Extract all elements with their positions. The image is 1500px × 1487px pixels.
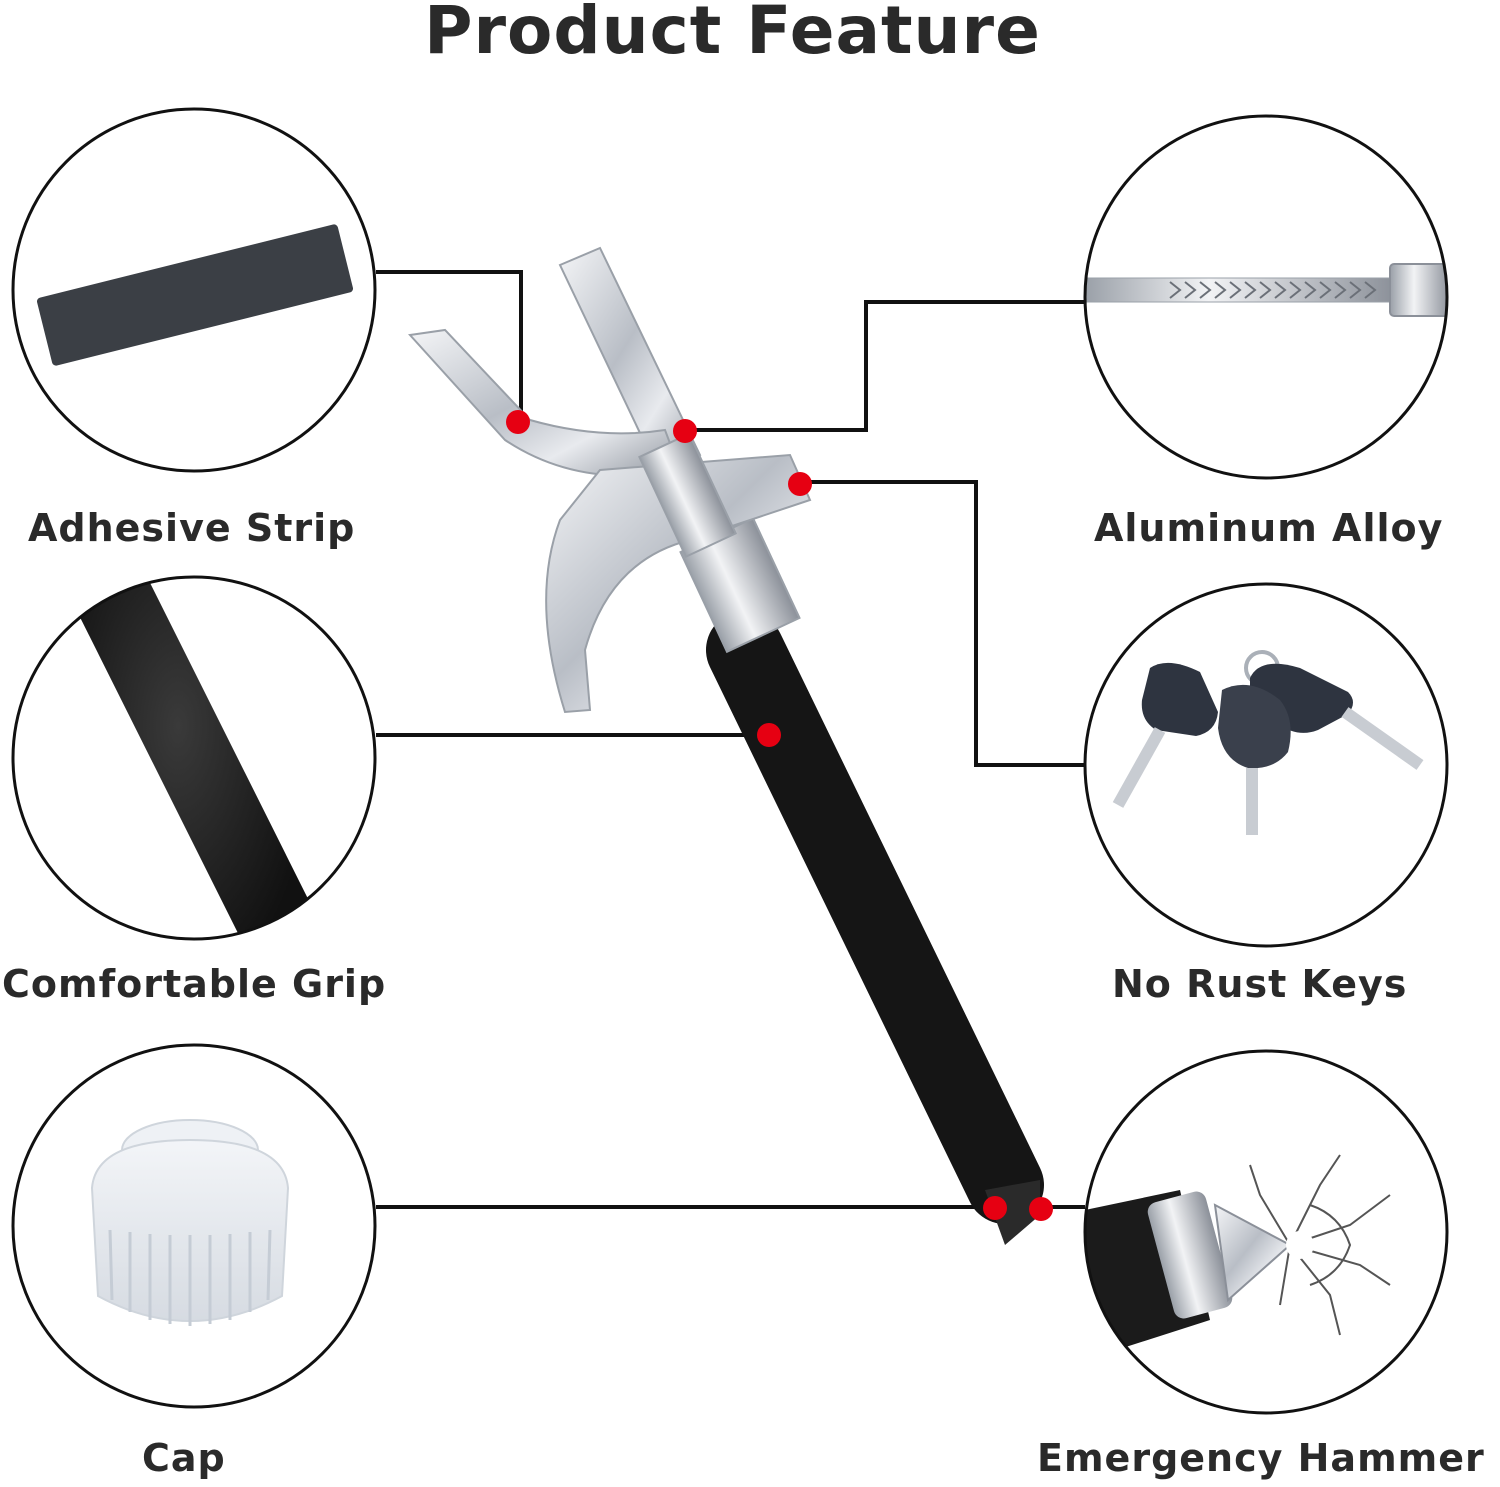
label-adhesive-strip: Adhesive Strip xyxy=(28,506,356,550)
connector-adhesive-strip xyxy=(376,270,523,420)
connector-no-rust-keys xyxy=(800,480,1085,767)
label-cap: Cap xyxy=(142,1436,226,1480)
marker-cap xyxy=(983,1196,1007,1220)
clear-cap-icon xyxy=(90,1119,290,1326)
marker-aluminum-alloy xyxy=(673,419,697,443)
detail-comfortable-grip xyxy=(11,575,377,941)
marker-no-rust-keys xyxy=(788,472,812,496)
marker-adhesive-strip xyxy=(506,410,530,434)
adhesive-strip-icon xyxy=(36,224,354,366)
label-emergency-hammer: Emergency Hammer xyxy=(1037,1436,1485,1480)
label-no-rust-keys: No Rust Keys xyxy=(1112,962,1408,1006)
marker-comfortable-grip xyxy=(757,723,781,747)
page-title: Product Feature xyxy=(424,0,1041,69)
keys-icon xyxy=(1112,650,1424,835)
detail-no-rust-keys xyxy=(1083,582,1449,948)
label-aluminum-alloy: Aluminum Alloy xyxy=(1094,506,1444,550)
lock-cylinder-rod-icon xyxy=(1085,263,1447,317)
steering-wheel-lock-icon xyxy=(407,246,1044,1245)
feature-markers xyxy=(506,410,1053,1221)
connector-aluminum-alloy xyxy=(686,300,1085,432)
foam-grip-icon xyxy=(75,577,315,939)
label-comfortable-grip: Comfortable Grip xyxy=(2,962,387,1006)
connector-lines xyxy=(376,270,1085,1209)
detail-emergency-hammer xyxy=(1083,1049,1449,1415)
detail-cap xyxy=(11,1043,377,1409)
detail-adhesive-strip xyxy=(11,107,377,473)
detail-aluminum-alloy xyxy=(1083,114,1449,480)
glass-breaker-icon xyxy=(1085,1154,1391,1360)
marker-emergency-hammer xyxy=(1029,1197,1053,1221)
